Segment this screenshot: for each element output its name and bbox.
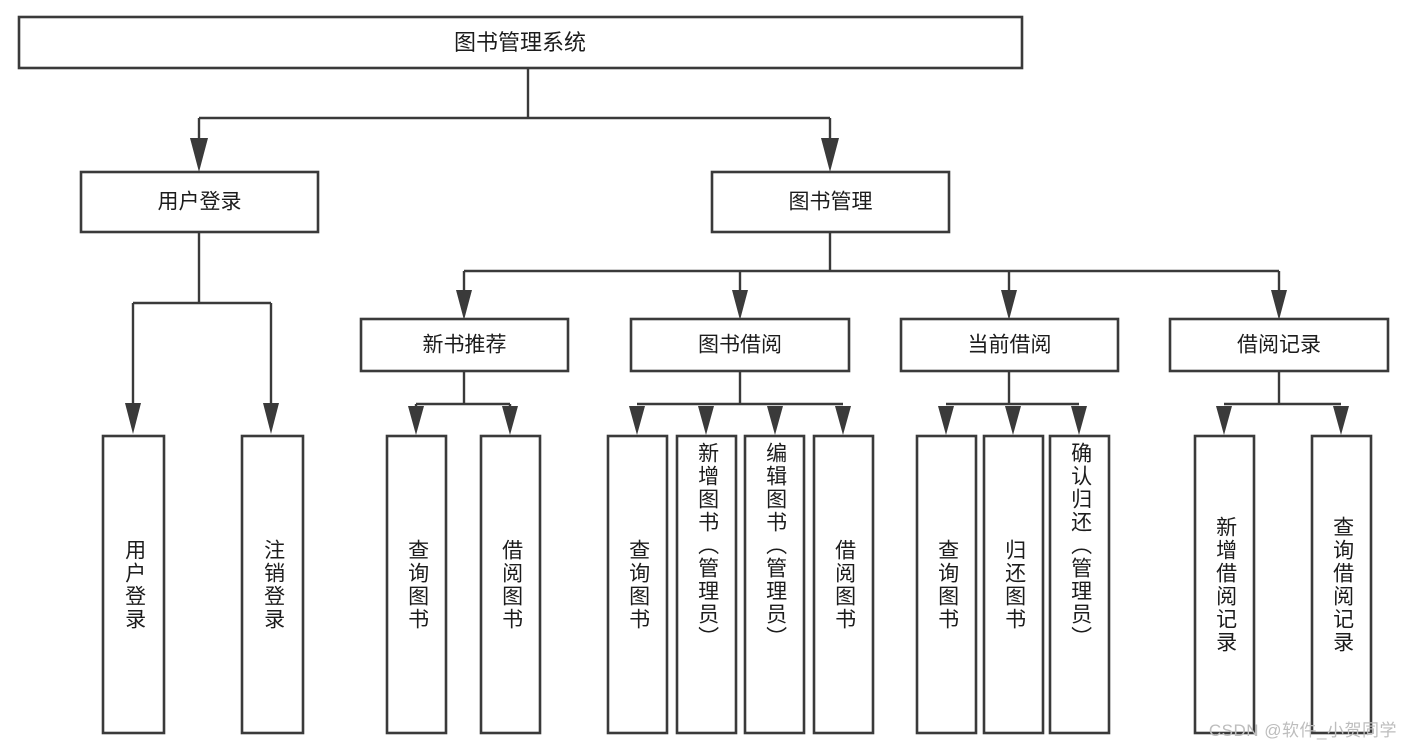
arrow-head-icon — [1001, 290, 1017, 320]
leaf-box-borrowrecord-1[interactable] — [1193, 434, 1256, 735]
arrow-head-icon — [732, 290, 748, 320]
level2-label-2: 图书管理 — [789, 191, 873, 214]
level3-label-1: 新书推荐 — [423, 334, 507, 357]
level3-box-3[interactable] — [899, 317, 1120, 373]
leaf-box-bookborrow-3[interactable] — [743, 434, 806, 735]
arrow-head-icon — [698, 406, 714, 435]
node-borrow-record[interactable]: 借阅记录 — [1168, 317, 1390, 373]
level3-box-1[interactable] — [359, 317, 570, 373]
connector-userlogin-to-leaves — [125, 232, 279, 434]
arrow-head-icon — [1216, 406, 1232, 435]
arrow-head-icon — [1005, 406, 1021, 435]
csdn-watermark: CSDN @软件_小贺同学 — [1208, 721, 1397, 740]
root-label: 图书管理系统 — [454, 30, 586, 55]
node-new-book-recommend[interactable]: 新书推荐 — [359, 317, 570, 373]
leaf-box-newbook-1[interactable] — [385, 434, 448, 735]
leaf-box-bookborrow-2[interactable] — [675, 434, 738, 735]
level2-label-1: 用户登录 — [158, 191, 242, 214]
connector-bookmgmt-to-level3 — [456, 232, 1287, 320]
arrow-head-icon — [502, 406, 518, 435]
connector-newbook-to-leaves — [408, 371, 518, 435]
leaf-box-newbook-2[interactable] — [479, 434, 542, 735]
arrow-head-icon — [767, 406, 783, 435]
node-book-borrow[interactable]: 图书借阅 — [629, 317, 851, 373]
arrow-head-icon — [1071, 406, 1087, 435]
arrow-head-icon — [1271, 290, 1287, 320]
arrow-head-icon — [938, 406, 954, 435]
leaf-box-bookborrow-4[interactable] — [812, 434, 875, 735]
arrow-head-icon — [821, 138, 839, 172]
arrow-head-icon — [125, 403, 141, 434]
leaf-box-user-login-2[interactable] — [240, 434, 305, 735]
connector-root-to-level2 — [190, 68, 839, 172]
arrow-head-icon — [835, 406, 851, 435]
leaf-box-currentborrow-3[interactable] — [1048, 434, 1111, 735]
node-root[interactable]: 图书管理系统 — [17, 15, 1024, 70]
arrow-head-icon — [408, 406, 424, 435]
node-user-login[interactable]: 用户登录 — [79, 170, 320, 234]
leaf-box-bookborrow-1[interactable] — [606, 434, 669, 735]
leaf-box-user-login-1[interactable] — [101, 434, 166, 735]
connector-currentborrow-to-leaves — [938, 371, 1087, 435]
arrow-head-icon — [190, 138, 208, 172]
node-book-management[interactable]: 图书管理 — [710, 170, 951, 234]
level3-box-4[interactable] — [1168, 317, 1390, 373]
level2-box-2[interactable] — [710, 170, 951, 234]
connector-borrowrecord-to-leaves — [1216, 371, 1349, 435]
level3-label-2: 图书借阅 — [698, 334, 782, 357]
root-box[interactable] — [17, 15, 1024, 70]
leaf-box-currentborrow-2[interactable] — [982, 434, 1045, 735]
arrow-head-icon — [456, 290, 472, 320]
level3-label-4: 借阅记录 — [1237, 334, 1321, 357]
level3-label-3: 当前借阅 — [968, 334, 1052, 357]
leaf-box-borrowrecord-2[interactable] — [1310, 434, 1373, 735]
level3-box-2[interactable] — [629, 317, 851, 373]
arrow-head-icon — [263, 403, 279, 434]
leaf-box-currentborrow-1[interactable] — [915, 434, 978, 735]
arrow-head-icon — [1333, 406, 1349, 435]
connector-bookborrow-to-leaves — [629, 371, 851, 435]
arrow-head-icon — [629, 406, 645, 435]
node-current-borrow[interactable]: 当前借阅 — [899, 317, 1120, 373]
